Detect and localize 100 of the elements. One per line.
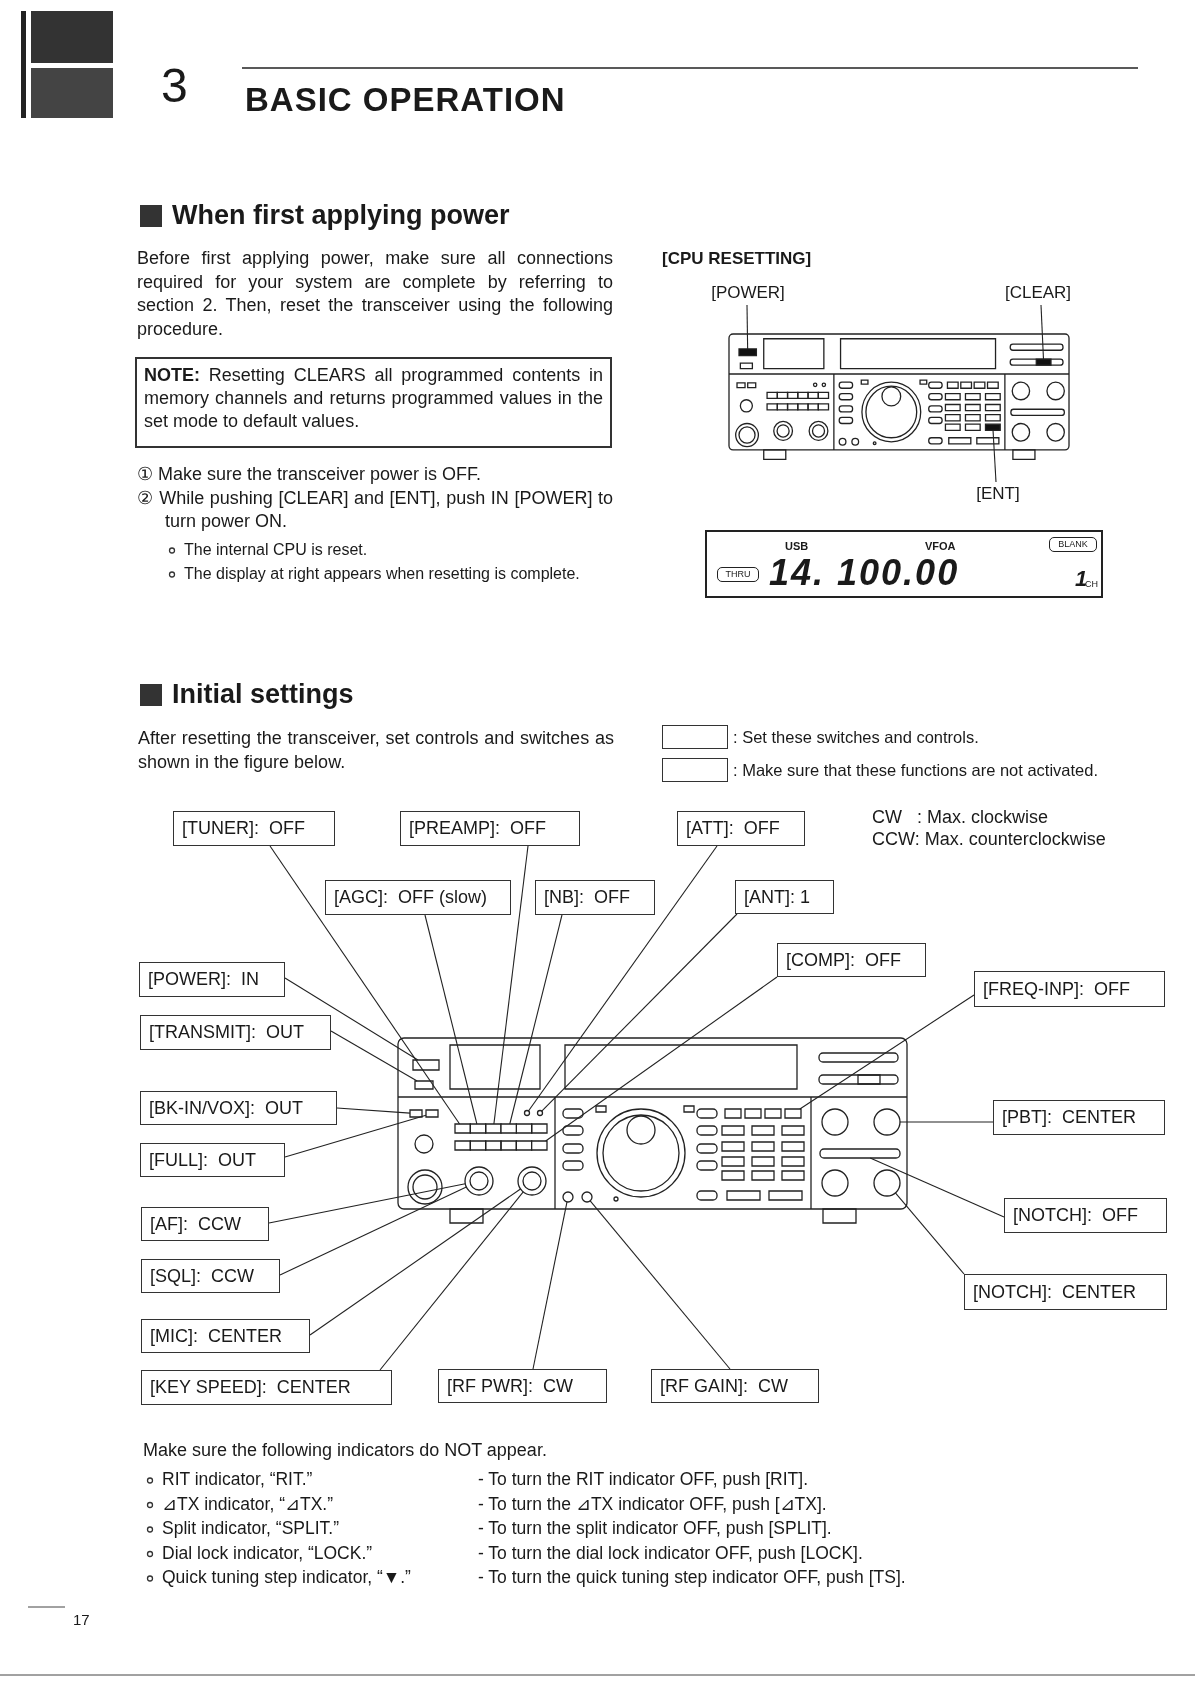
indicator-item: RIT indicator, “RIT.”: [162, 1468, 313, 1491]
mode-indicator: USB: [785, 539, 809, 554]
legend-text: : Make sure that these functions are not activated.: [733, 760, 1099, 781]
subheading: [CPU RESETTING]: [662, 248, 812, 270]
leader-line: [424, 914, 478, 1125]
setting-label: [NOTCH]: OFF: [1004, 1198, 1167, 1233]
instruction-text: - To turn the split indicator OFF, push [SPLIT].: [478, 1517, 832, 1540]
switch-button: [784, 1108, 802, 1119]
indicator-item: Split indicator, “SPLIT.”: [162, 1517, 340, 1540]
note-text: CW : Max. clockwise: [872, 806, 1049, 828]
setting-label: [FULL]: OUT: [140, 1143, 285, 1177]
setting-label: [RF PWR]: CW: [438, 1369, 607, 1403]
leader-line: [589, 1200, 731, 1370]
indicator-badge: THRU: [717, 567, 759, 582]
leader-line: [541, 913, 738, 1112]
leader-line: [509, 914, 563, 1125]
leader-line: [545, 976, 778, 1142]
leader-line: [746, 304, 749, 350]
instruction-text: - To turn the ⊿TX indicator OFF, push [⊿TX].: [478, 1492, 827, 1516]
switch-button: [409, 1109, 423, 1118]
setting-label: [TUNER]: OFF: [173, 811, 335, 846]
setting-label: [SQL]: CCW: [141, 1259, 280, 1293]
instruction-text: - To turn the dial lock indicator OFF, push [LOCK].: [478, 1541, 863, 1565]
setting-label: [POWER]: IN: [139, 962, 285, 997]
setting-label: [AGC]: OFF (slow): [325, 880, 511, 915]
intro-paragraph: Before first applying power, make sure all connections required for your system are complete by referring to section 2. Then, reset the transceiver using the following procedure.: [137, 247, 613, 341]
leader-line: [284, 1114, 427, 1158]
switch-button: [454, 1123, 471, 1134]
instruction-text: - To turn the quick tuning step indicator OFF, push [TS].: [478, 1566, 906, 1589]
setting-label: [NOTCH]: CENTER: [964, 1274, 1167, 1310]
section-heading: Initial settings: [172, 678, 354, 711]
frequency-readout: 14. 100.00: [769, 552, 960, 594]
leader-line: [268, 1183, 466, 1224]
leader-line: [899, 1121, 994, 1123]
small-knob: [536, 1109, 544, 1117]
leader-line: [379, 1191, 524, 1371]
setting-label: [PREAMP]: OFF: [400, 811, 580, 846]
leader-line: [279, 1186, 467, 1276]
bullet-text: The internal CPU is reset.: [184, 540, 369, 560]
switch-button: [531, 1140, 548, 1151]
switch-button: [469, 1123, 487, 1134]
setting-label: [COMP]: OFF: [777, 943, 926, 977]
chapter-number: 3: [161, 58, 188, 114]
setting-label: [AF]: CCW: [141, 1207, 269, 1241]
knob: [562, 1191, 574, 1203]
leader-line: [309, 1188, 522, 1336]
lcd-display: [705, 530, 1103, 598]
push-button: [984, 423, 1001, 431]
note-text: CCW: Max. counterclockwise: [872, 828, 1106, 850]
setting-label: [PBT]: CENTER: [993, 1100, 1165, 1135]
page-title: BASIC OPERATION: [245, 80, 566, 120]
setting-label: [MIC]: CENTER: [141, 1319, 310, 1353]
knob: [517, 1166, 547, 1196]
channel-unit: CH: [1085, 579, 1098, 590]
vfo-indicator: VFOA: [925, 539, 956, 554]
bullet-text: The display at right appears when resetting is complete.: [184, 564, 581, 584]
page-number: 17: [73, 1610, 90, 1630]
knob: [464, 1166, 494, 1196]
setting-label: [NB]: OFF: [535, 880, 655, 915]
leader-line: [330, 1030, 418, 1082]
leader-line: [269, 845, 461, 1125]
legend-text: : Set these switches and controls.: [733, 727, 979, 748]
leader-line: [869, 1157, 1005, 1218]
indicator-badge: BLANK: [1049, 537, 1097, 552]
leader-line: [527, 845, 718, 1112]
control-label: [ENT]: [970, 482, 1026, 506]
setting-label: [RF GAIN]: CW: [651, 1369, 819, 1403]
instruction-text: Make sure the following indicators do NOT appear.: [143, 1439, 547, 1462]
push-button: [1035, 358, 1052, 366]
control-label: [POWER]: [705, 281, 791, 305]
small-knob: [523, 1109, 531, 1117]
step-text: ② While pushing [CLEAR] and [ENT], push IN [POWER] to turn power ON.: [137, 487, 613, 533]
leader-line: [799, 994, 975, 1110]
setting-label: [BK-IN/VOX]: OUT: [140, 1091, 337, 1125]
control-label: [CLEAR]: [998, 281, 1078, 305]
leader-line: [992, 429, 997, 483]
leader-line: [284, 977, 419, 1061]
switch-button: [412, 1059, 440, 1071]
switch-button: [819, 1148, 901, 1159]
indicator-item: Dial lock indicator, “LOCK.”: [162, 1541, 373, 1565]
knob: [581, 1191, 593, 1203]
setting-label: [FREQ-INP]: OFF: [974, 971, 1165, 1007]
setting-label: [KEY SPEED]: CENTER: [141, 1370, 392, 1405]
indicator-item: Quick tuning step indicator, “▼.”: [162, 1566, 411, 1589]
leader-line: [1040, 304, 1045, 360]
leader-line: [532, 1201, 568, 1370]
leader-line: [894, 1192, 965, 1275]
setting-label: [ATT]: OFF: [677, 811, 805, 846]
leader-line: [493, 845, 529, 1125]
step-text: ① Make sure the transceiver power is OFF.: [137, 463, 483, 486]
push-button: [738, 348, 758, 357]
knob: [873, 1169, 901, 1197]
setting-label: [ANT]: 1: [735, 880, 834, 914]
section-heading: When first applying power: [172, 199, 510, 232]
indicator-item: ⊿TX indicator, “⊿TX.”: [162, 1492, 333, 1516]
leader-line: [336, 1107, 411, 1114]
switch-button: [500, 1123, 517, 1134]
note-box: NOTE: Resetting CLEARS all programmed contents in memory channels and returns programmed values in the set mode to default values.: [135, 357, 612, 448]
switch-button: [414, 1080, 434, 1090]
switch-button: [425, 1109, 439, 1118]
